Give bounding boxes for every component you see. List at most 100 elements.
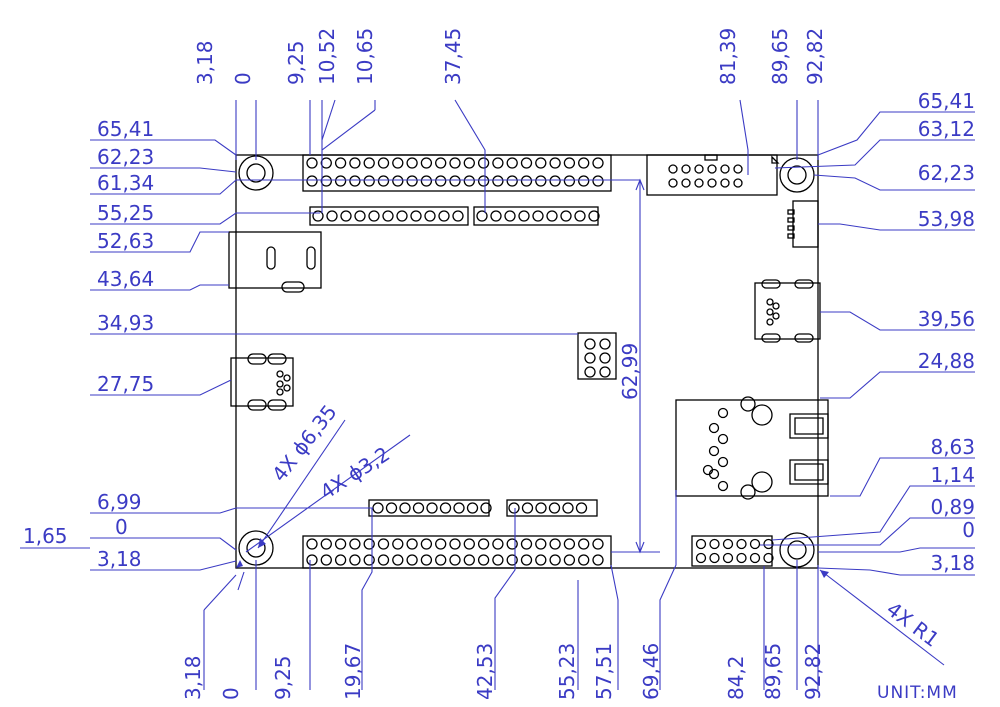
dimension-label: 9,25 xyxy=(284,40,308,85)
dimension-label: 24,88 xyxy=(918,349,975,373)
pin xyxy=(334,175,347,187)
pin xyxy=(420,538,433,550)
dimension-label: 92,82 xyxy=(803,28,827,85)
right-dimension-labels: 65,4163,1262,2353,9839,5624,888,631,140,… xyxy=(918,89,975,575)
dimension-label: 1,14 xyxy=(930,463,975,487)
pin xyxy=(563,175,576,187)
pin xyxy=(520,554,533,566)
dimension-label: 0 xyxy=(231,72,255,85)
dimension-label: 3,18 xyxy=(97,547,142,571)
large-hole-callout: 4X ϕ6,35 xyxy=(267,400,342,486)
pin xyxy=(354,210,366,222)
pin xyxy=(463,157,475,169)
pin xyxy=(506,175,518,187)
pin xyxy=(406,175,418,187)
ethernet-jack xyxy=(675,396,829,500)
dimension-label: 0 xyxy=(962,518,975,542)
pin xyxy=(592,538,604,550)
pin xyxy=(694,164,704,174)
pin xyxy=(549,175,561,187)
gpio-header-top xyxy=(302,154,612,192)
dimension-label: 89,65 xyxy=(761,643,785,700)
pin xyxy=(709,552,720,564)
pin xyxy=(518,210,530,222)
pin xyxy=(363,554,375,566)
pin xyxy=(363,175,375,187)
pin xyxy=(334,157,347,169)
pin xyxy=(709,538,720,550)
pin xyxy=(681,178,691,188)
pin xyxy=(578,157,590,169)
pin xyxy=(372,502,384,514)
dimension-label: 62,23 xyxy=(97,145,154,169)
pin xyxy=(707,164,717,174)
pin xyxy=(535,157,547,169)
pin xyxy=(392,157,404,169)
pin xyxy=(733,164,743,174)
pin xyxy=(695,538,707,550)
dimension-label: 62,23 xyxy=(918,161,975,185)
pin xyxy=(506,554,518,566)
pin xyxy=(340,210,352,222)
pin xyxy=(312,210,324,222)
pin xyxy=(717,456,729,468)
pin xyxy=(563,554,576,566)
pin xyxy=(453,502,465,514)
dimension-label: 19,67 xyxy=(341,643,365,700)
gpio-header-bottom xyxy=(302,535,612,569)
dimension-label: 0 xyxy=(115,515,128,539)
pin xyxy=(592,157,604,169)
pin xyxy=(452,210,464,222)
header-bottom-small-right xyxy=(506,499,598,517)
pin xyxy=(385,502,398,514)
pin xyxy=(763,552,774,564)
pin xyxy=(424,210,436,222)
pin xyxy=(392,538,404,550)
pin xyxy=(549,538,561,550)
pin xyxy=(449,554,461,566)
dimension-label: 3,18 xyxy=(193,40,217,85)
pin xyxy=(535,554,547,566)
pin xyxy=(720,164,730,174)
pin xyxy=(349,538,361,550)
pin xyxy=(406,538,418,550)
usb-connector-right xyxy=(754,279,821,343)
pin xyxy=(406,554,418,566)
pin xyxy=(377,157,390,169)
dimension-label: 43,64 xyxy=(97,267,154,291)
pin xyxy=(521,502,534,514)
micro-usb-left xyxy=(230,353,294,411)
pin xyxy=(763,538,774,550)
pin xyxy=(392,175,404,187)
fpc-connector-right xyxy=(787,200,819,248)
pin xyxy=(562,502,574,514)
dimension-label: 81,39 xyxy=(716,28,740,85)
pin xyxy=(377,538,390,550)
pin xyxy=(382,210,394,222)
pin xyxy=(435,157,447,169)
pin xyxy=(695,552,707,564)
pin xyxy=(490,210,502,222)
pin xyxy=(722,552,734,564)
pin xyxy=(681,164,691,174)
pin xyxy=(736,552,747,564)
pin xyxy=(492,175,504,187)
ribbon-connector xyxy=(646,154,780,196)
header-bottom-small-left xyxy=(368,499,492,517)
pin xyxy=(722,538,734,550)
pin xyxy=(449,175,461,187)
pin xyxy=(449,538,461,550)
pin xyxy=(399,502,411,514)
dimension-label: 39,56 xyxy=(918,307,975,331)
pin xyxy=(492,538,504,550)
pin xyxy=(377,554,390,566)
pin xyxy=(320,554,332,566)
pin xyxy=(588,210,600,222)
pin xyxy=(349,157,361,169)
unit-label: UNIT:MM xyxy=(877,683,958,703)
pin xyxy=(668,164,678,174)
pin xyxy=(749,538,761,550)
